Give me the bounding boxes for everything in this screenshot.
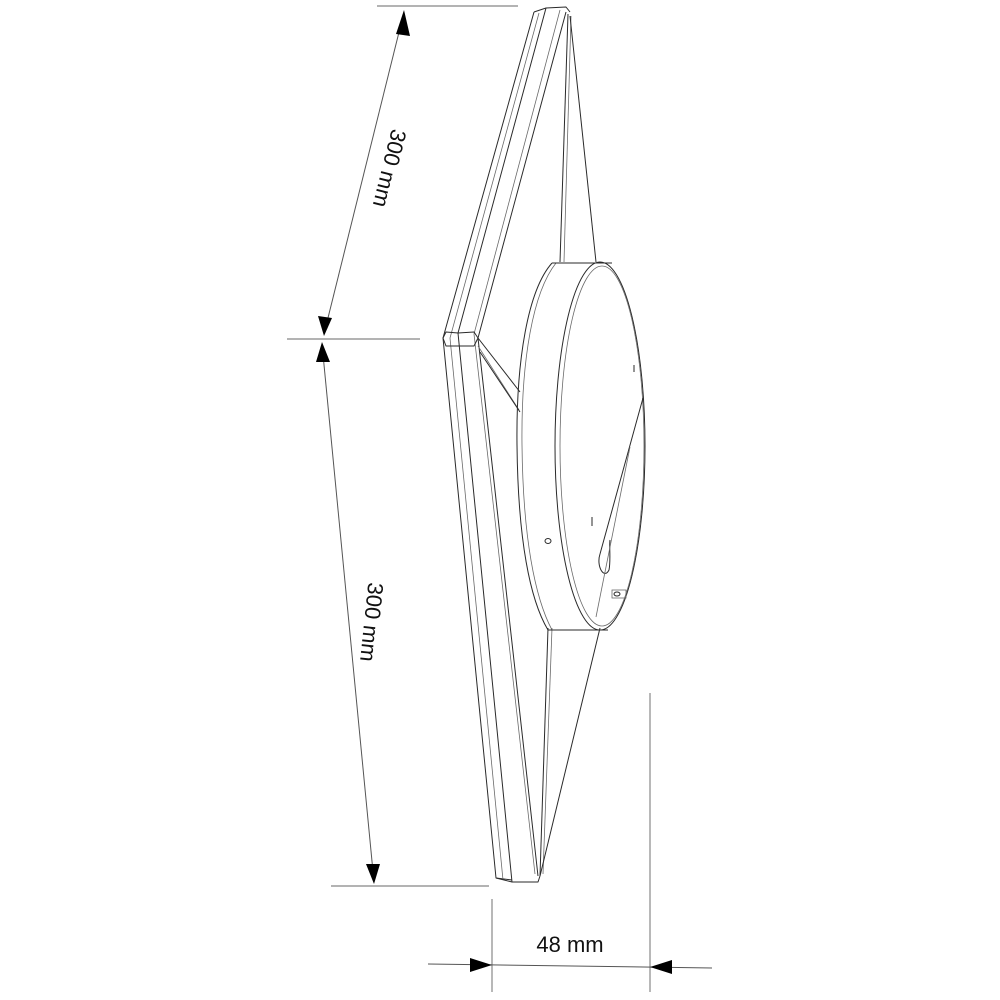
corner-brace-line-2 bbox=[477, 345, 520, 411]
housing-back-rim bbox=[516, 262, 553, 631]
lower-dimension-line bbox=[321, 343, 375, 883]
upper-top-arrow-icon bbox=[396, 10, 410, 36]
rear-edge-top-line-2 bbox=[563, 15, 572, 263]
housing-front-face-inner bbox=[559, 265, 645, 627]
housing-slot-edge bbox=[595, 446, 631, 618]
rear-edge-bottom-line-1 bbox=[539, 627, 549, 877]
lower-dimension-label: 300 mm bbox=[355, 581, 388, 663]
upper-bottom-arrow-icon bbox=[318, 316, 332, 336]
panel-body bbox=[442, 6, 601, 883]
panel-frame-line-1 bbox=[449, 12, 540, 881]
upper-dimension: 300 mm bbox=[318, 10, 411, 336]
panel-top-cap bbox=[533, 6, 571, 13]
housing-back-rim-inner bbox=[521, 262, 557, 631]
panel-left-corner bbox=[442, 331, 479, 347]
lower-top-arrow-icon bbox=[316, 342, 330, 362]
rear-edge-top-line-1 bbox=[559, 13, 569, 263]
depth-dimension-label: 48 mm bbox=[536, 932, 603, 957]
housing-slot bbox=[598, 397, 644, 574]
housing-screw-hole-icon bbox=[544, 538, 552, 544]
corner-brace-line-1 bbox=[477, 337, 521, 393]
lower-dimension: 300 mm bbox=[316, 342, 388, 884]
depth-right-arrow-icon bbox=[650, 960, 672, 974]
panel-outer-edge bbox=[442, 11, 535, 881]
panel-frame-line-2 bbox=[457, 7, 547, 883]
panel-frame-line-3 bbox=[473, 9, 561, 875]
rear-taper-top bbox=[569, 15, 597, 263]
housing-tab bbox=[611, 589, 627, 599]
housing-front-face bbox=[554, 261, 646, 631]
upper-dimension-line bbox=[323, 11, 405, 335]
panel-bottom-cap bbox=[495, 875, 541, 883]
rear-edge-bottom-line-2 bbox=[542, 627, 553, 875]
lower-bottom-arrow-icon bbox=[366, 864, 380, 884]
upper-dimension-label: 300 mm bbox=[368, 127, 411, 210]
housing-tab-hole-icon bbox=[613, 591, 621, 597]
depth-left-arrow-icon bbox=[470, 958, 492, 972]
corner-brace-line-3 bbox=[479, 351, 521, 413]
extension-lines bbox=[287, 5, 651, 992]
depth-dimension: 48 mm bbox=[427, 932, 713, 974]
rear-taper-bottom bbox=[539, 627, 601, 877]
round-housing bbox=[516, 261, 646, 631]
